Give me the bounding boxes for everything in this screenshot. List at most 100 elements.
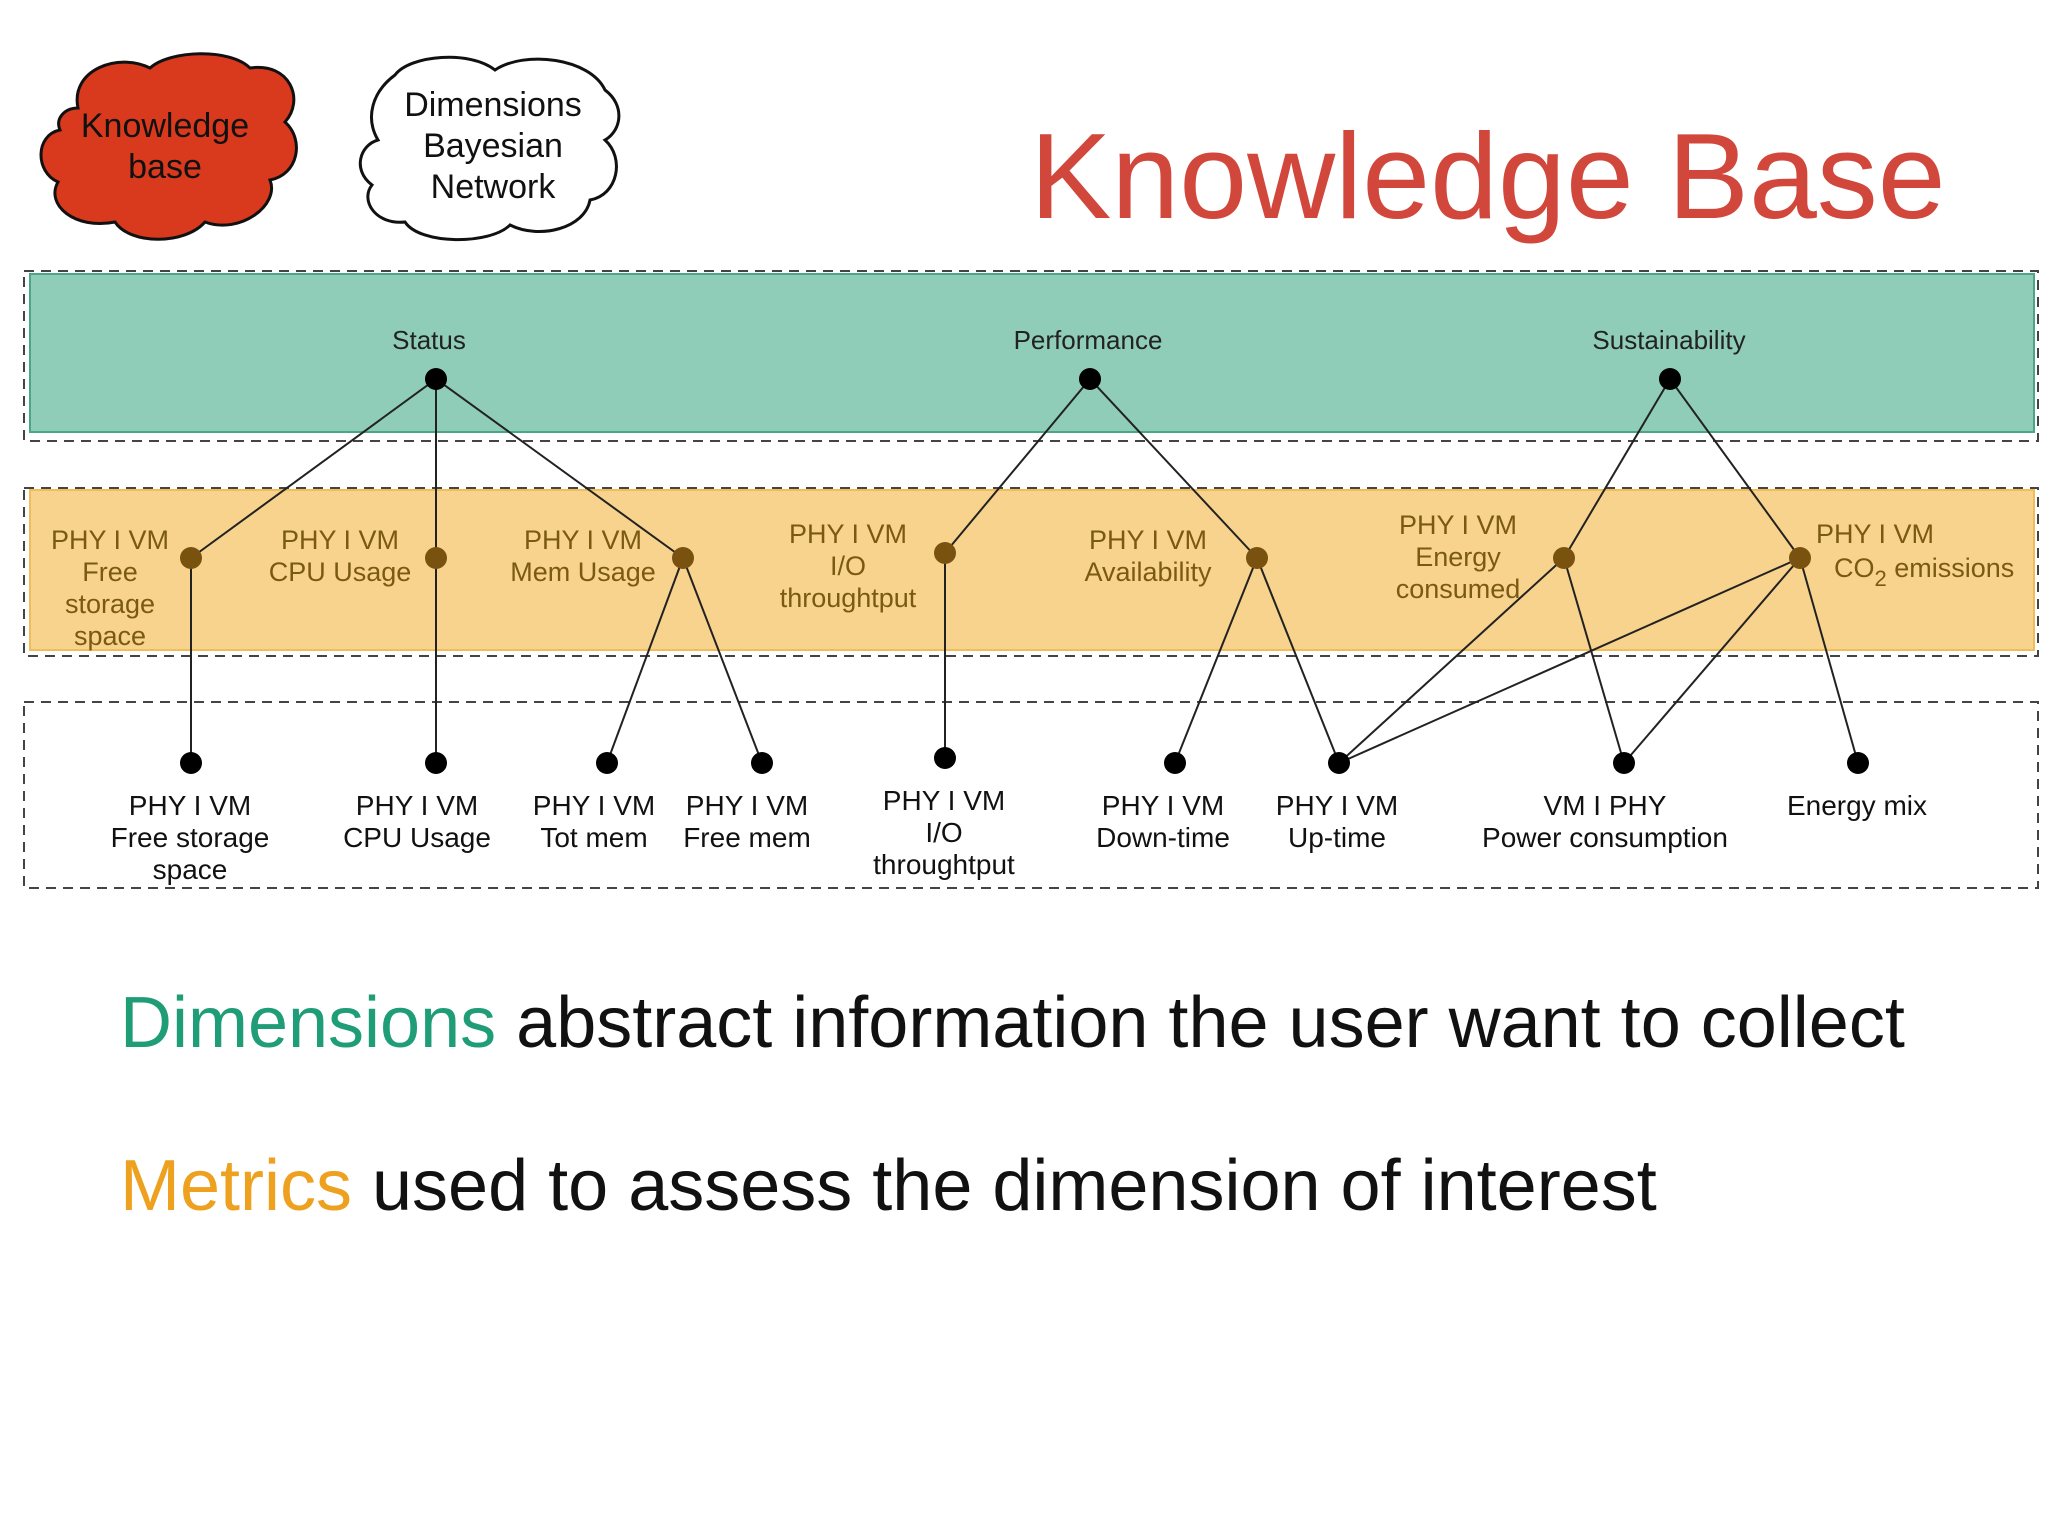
- metric-node-m_cpu: [425, 547, 447, 569]
- legend-metrics-word: Metrics: [120, 1146, 352, 1226]
- dimension-label-status: Status: [392, 325, 466, 355]
- observable-label-o_freemem-line-0: PHY I VM: [686, 790, 808, 821]
- edge-m_energy-o_up: [1338, 557, 1565, 764]
- observable-label-o_up-line-0: PHY I VM: [1276, 790, 1398, 821]
- edge-m_mem-o_tot: [606, 557, 684, 764]
- bayesian-network-cloud-line-1: Dimensions: [404, 86, 582, 124]
- metric-label-m_free-line-1: Free: [82, 557, 138, 587]
- metrics-band-frame: [23, 487, 2039, 657]
- edge-sustainability-m_energy: [1563, 378, 1671, 559]
- knowledge-base-cloud-shape: [39, 52, 298, 241]
- metric-node-m_free: [180, 547, 202, 569]
- bayesian-network-cloud-line-3: Network: [431, 168, 557, 206]
- observable-node-o_up: [1328, 752, 1350, 774]
- edge-m_avail-o_up: [1256, 557, 1340, 764]
- legend-dimensions-word: Dimensions: [120, 983, 497, 1063]
- observable-label-o_down-line-1: Down-time: [1096, 822, 1230, 853]
- metric-label-m_co2-line-0: PHY I VM: [1816, 519, 1934, 549]
- bayesian-network-cloud: Dimensions Bayesian Network: [358, 55, 621, 242]
- observable-label-o_up-line-1: Up-time: [1288, 822, 1386, 853]
- dimension-node-performance: [1079, 368, 1101, 390]
- observable-label-o_io-line-0: PHY I VM: [883, 785, 1005, 816]
- knowledge-base-cloud: Knowledge base: [39, 52, 298, 241]
- observable-label-o_io-line-1: I/O: [925, 817, 962, 848]
- observable-node-o_mix: [1847, 752, 1869, 774]
- observable-label-o_mix-line-0: Energy mix: [1787, 790, 1927, 821]
- metric-label-m_avail-line-1: Availability: [1084, 557, 1212, 587]
- metric-label-m_io-line-2: throughtput: [780, 583, 917, 613]
- metric-label-m_mem-line-1: Mem Usage: [510, 557, 656, 587]
- observable-label-o_tot-line-1: Tot mem: [540, 822, 647, 853]
- dimension-node-status: [425, 368, 447, 390]
- dimension-node-sustainability: [1659, 368, 1681, 390]
- metric-node-m_co2: [1789, 547, 1811, 569]
- co2-emissions-text: emissions: [1887, 553, 2015, 583]
- legend-dimensions-text: abstract information the user want to co…: [496, 983, 1905, 1063]
- observable-label-o_free-line-2: space: [153, 854, 228, 885]
- metric-label-m_mem-line-0: PHY I VM: [524, 525, 642, 555]
- observable-node-o_free: [180, 752, 202, 774]
- edge-performance-m_avail: [1089, 378, 1258, 559]
- legend-metrics-text: used to assess the dimension of interest: [352, 1146, 1657, 1226]
- knowledge-base-cloud-line-1: Knowledge: [81, 107, 249, 145]
- edge-m_co2-o_mix: [1799, 557, 1859, 764]
- observable-label-o_tot-line-0: PHY I VM: [533, 790, 655, 821]
- edge-status-m_free: [190, 378, 437, 559]
- observable-node-o_io: [934, 747, 956, 769]
- metric-label-m_free-line-0: PHY I VM: [51, 525, 169, 555]
- observables-band-frame: [23, 701, 2039, 889]
- observable-label-o_io-line-2: throughtput: [873, 849, 1015, 880]
- legend-metrics: Metrics used to assess the dimension of …: [120, 1145, 1657, 1227]
- co2-co-text: CO: [1834, 553, 1875, 583]
- observable-label-o_freemem-line-1: Free mem: [683, 822, 811, 853]
- metric-label-m_co2-line-1: CO2 emissions: [1834, 553, 2014, 591]
- metric-label-m_free-line-2: storage: [65, 589, 155, 619]
- metric-label-m_avail-line-0: PHY I VM: [1089, 525, 1207, 555]
- dimensions-band-frame: [23, 270, 2039, 442]
- legend-dimensions: Dimensions abstract information the user…: [120, 982, 1905, 1064]
- edge-m_avail-o_down: [1174, 557, 1258, 764]
- dimensions-band: [29, 273, 2035, 433]
- metric-label-m_io-line-1: I/O: [830, 551, 866, 581]
- metric-node-m_io: [934, 542, 956, 564]
- dimension-label-sustainability: Sustainability: [1592, 325, 1745, 355]
- metric-node-m_mem: [672, 547, 694, 569]
- dimension-label-performance: Performance: [1014, 325, 1163, 355]
- edge-performance-m_io: [944, 378, 1091, 554]
- observable-label-o_power-line-1: Power consumption: [1482, 822, 1728, 853]
- metric-node-m_energy: [1553, 547, 1575, 569]
- nodes-layer: [180, 368, 1869, 774]
- observable-node-o_cpu: [425, 752, 447, 774]
- metric-label-m_free-line-3: space: [74, 621, 146, 651]
- knowledge-base-cloud-line-2: base: [128, 148, 202, 186]
- metric-label-m_energy-line-0: PHY I VM: [1399, 510, 1517, 540]
- page-title: Knowledge Base: [1030, 108, 1946, 244]
- edge-sustainability-m_co2: [1669, 378, 1801, 559]
- bayesian-network-cloud-line-2: Bayesian: [423, 127, 563, 165]
- metric-node-m_avail: [1246, 547, 1268, 569]
- observable-label-o_power-line-0: VM I PHY: [1544, 790, 1667, 821]
- metric-label-m_energy-line-1: Energy: [1415, 542, 1501, 572]
- edge-m_co2-o_power: [1623, 557, 1801, 764]
- observable-node-o_freemem: [751, 752, 773, 774]
- observable-label-o_free-line-0: PHY I VM: [129, 790, 251, 821]
- edge-status-m_mem: [435, 378, 684, 559]
- observable-label-o_cpu-line-1: CPU Usage: [343, 822, 491, 853]
- co2-subscript-text: 2: [1875, 566, 1887, 591]
- observable-node-o_power: [1613, 752, 1635, 774]
- bayesian-network-cloud-shape: [358, 55, 621, 242]
- observable-label-o_free-line-1: Free storage: [111, 822, 270, 853]
- observable-node-o_down: [1164, 752, 1186, 774]
- observable-node-o_tot: [596, 752, 618, 774]
- metrics-band: [29, 489, 2035, 651]
- observable-label-o_cpu-line-0: PHY I VM: [356, 790, 478, 821]
- metric-label-m_cpu-line-0: PHY I VM: [281, 525, 399, 555]
- metric-label-m_energy-line-2: consumed: [1396, 574, 1521, 604]
- edge-m_mem-o_freemem: [682, 557, 763, 764]
- metric-label-m_cpu-line-1: CPU Usage: [269, 557, 412, 587]
- edges-layer: [190, 378, 1859, 764]
- edge-m_energy-o_power: [1563, 557, 1625, 764]
- metric-label-m_io-line-0: PHY I VM: [789, 519, 907, 549]
